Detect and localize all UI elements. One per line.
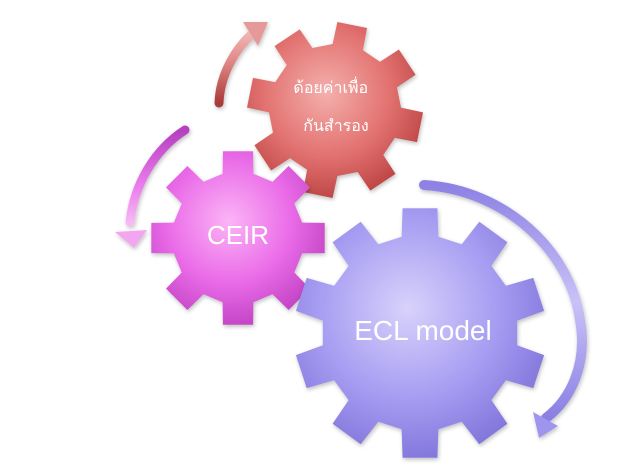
ecl-model-gear-label: ECL model bbox=[354, 315, 491, 346]
purple-arrow bbox=[419, 180, 587, 438]
provision-gear-label-line1: ด้อยค่าเพื่อ bbox=[293, 76, 368, 97]
provision-gear-label-line2: กันสำรอง bbox=[303, 118, 368, 135]
provision-gear-shape bbox=[247, 22, 423, 198]
provision-gear: ด้อยค่าเพื่อ กันสำรอง bbox=[247, 22, 423, 198]
red-arrow bbox=[214, 22, 268, 108]
ceir-gear-shape bbox=[151, 151, 325, 325]
svg-text:ด้อยค่าเพื่อ กันสำรอง: ด้อยค่าเพื่อ กันสำรอง bbox=[293, 76, 372, 135]
ceir-gear-label: CEIR bbox=[207, 220, 269, 250]
ecl-model-gear: ECL model bbox=[295, 208, 545, 458]
ecl-model-gear-shape bbox=[295, 208, 545, 458]
ceir-gear: CEIR bbox=[151, 151, 325, 325]
magenta-arrow bbox=[115, 125, 190, 248]
